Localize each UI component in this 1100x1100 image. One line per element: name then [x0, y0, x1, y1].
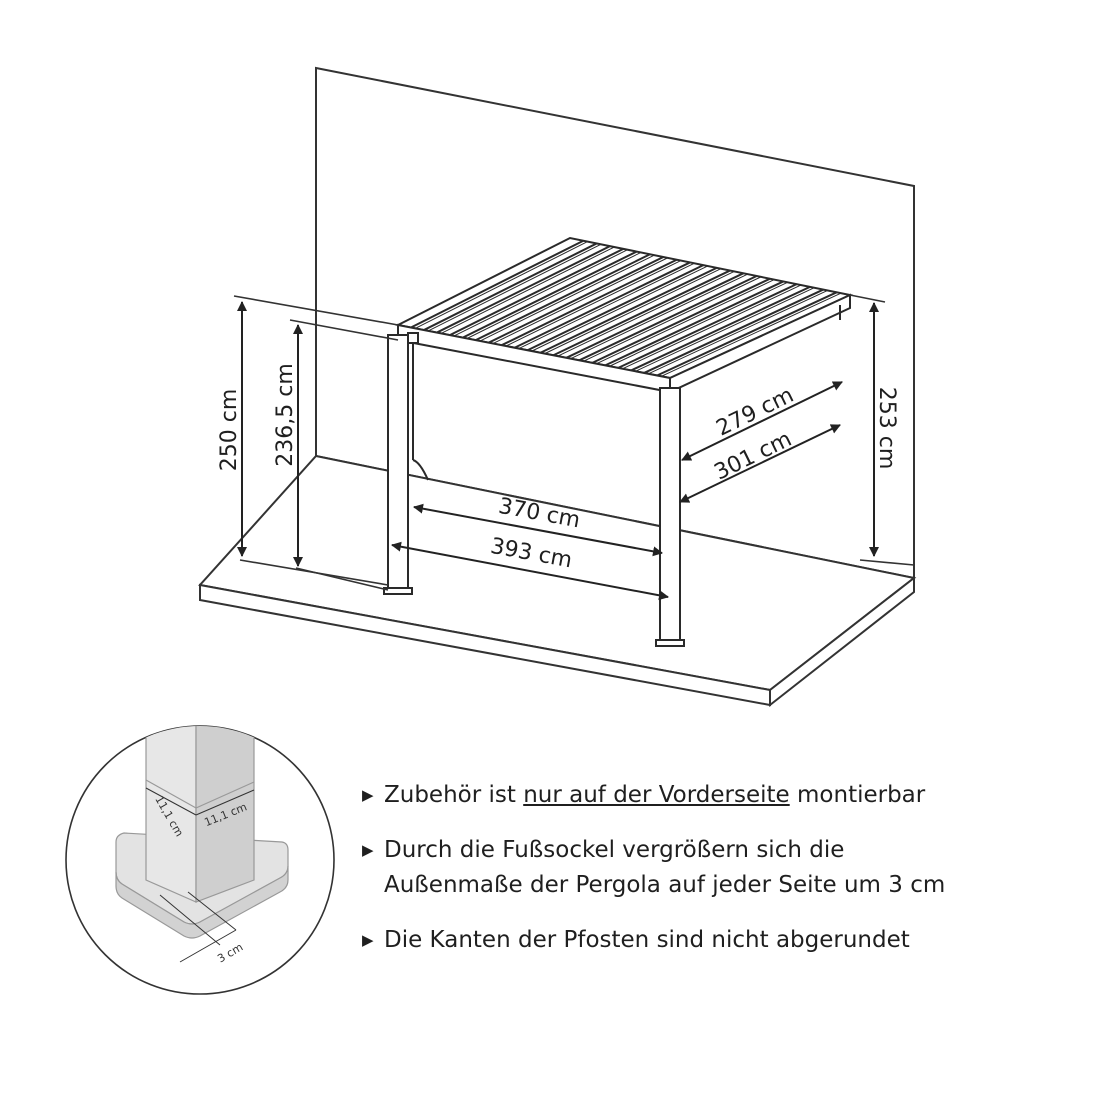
roof-slat-edge — [609, 281, 788, 367]
post-base-detail: 11,1 cm 11,1 cm 3 cm — [65, 725, 335, 995]
roof-slat-edge — [596, 279, 775, 365]
roof-slat-edge — [634, 287, 815, 372]
roof-slat-edge — [440, 246, 615, 335]
roof-slat — [488, 256, 664, 344]
roof-slat-edge — [557, 271, 735, 357]
notes-list: ▶ Zubehör ist nur auf der Vorderseite mo… — [362, 778, 1062, 978]
roof-slat — [436, 245, 611, 334]
roof-louvres — [394, 236, 854, 394]
roof-slat-edge — [414, 241, 588, 329]
roof-slat — [423, 242, 598, 331]
label-height-inner: 236,5 cm — [273, 363, 298, 467]
note-item: ▶ Zubehör ist nur auf der Vorderseite mo… — [362, 778, 1062, 813]
roof-slat — [565, 272, 744, 359]
roof-slat-edge — [647, 290, 828, 375]
post-front-left — [387, 334, 409, 591]
label-height-outer: 250 cm — [217, 389, 242, 472]
roof-slat-edge — [466, 252, 641, 340]
extension-lines — [233, 294, 915, 591]
note-item: ▶ Die Kanten der Pfosten sind nicht abge… — [362, 923, 1062, 958]
roof-slat — [449, 247, 624, 336]
roof-slat — [410, 239, 584, 329]
roof-slat-edge — [453, 249, 628, 337]
roof-slat — [475, 253, 651, 342]
roof-slat-edge — [505, 260, 681, 347]
roof-slat-edge — [660, 292, 841, 377]
roof-slat-edge — [531, 265, 708, 352]
triangle-bullet-icon: ▶ — [362, 786, 374, 804]
roof-slat — [591, 277, 771, 364]
roof-slat — [656, 291, 838, 377]
roof-slat — [552, 269, 731, 357]
roof-slat — [630, 285, 811, 372]
roof-slat — [604, 280, 784, 367]
roof-slat-edge — [583, 276, 761, 362]
roof-slat — [643, 288, 824, 374]
roof-slat-edge — [479, 254, 655, 342]
roof-slat — [462, 250, 638, 339]
triangle-bullet-icon: ▶ — [362, 931, 374, 949]
label-height-right: 253 cm — [874, 387, 899, 470]
roof-slat-edge — [427, 243, 601, 332]
roof-slat-edge — [518, 262, 695, 350]
roof-slat — [527, 264, 704, 352]
arrow-width-outer — [391, 541, 669, 601]
roof-slat-edge — [621, 284, 801, 370]
roof-slat — [514, 261, 691, 349]
roof-slat — [540, 266, 718, 354]
roof-slat — [578, 275, 758, 362]
dimension-arrows — [237, 301, 879, 601]
post-front-right — [659, 387, 681, 642]
triangle-bullet-icon: ▶ — [362, 841, 374, 859]
roof-slat-edge — [570, 273, 748, 360]
note-item: ▶ Durch die Fußsockel vergrößern sich di… — [362, 833, 1062, 903]
arrow-depth-outer — [679, 424, 841, 503]
roof-slat — [501, 258, 678, 347]
roof-slat-edge — [492, 257, 668, 345]
roof-slat-edge — [544, 268, 721, 355]
roof-slat — [617, 283, 798, 369]
